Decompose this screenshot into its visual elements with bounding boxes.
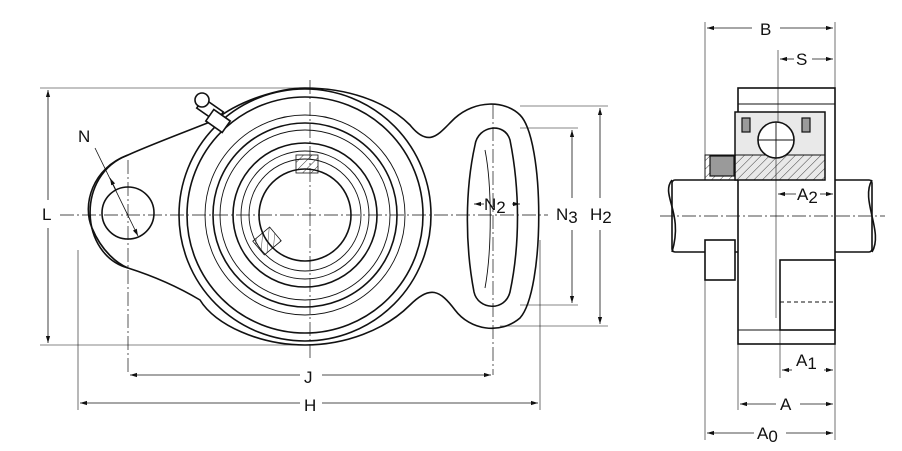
set-screw-collar [709, 155, 735, 177]
front-view: N L J H N2 N3 [40, 80, 612, 415]
set-screw-lower [252, 226, 282, 256]
flange-housing [89, 87, 540, 346]
svg-text:N2: N2 [484, 195, 506, 217]
label-A: A [780, 395, 792, 414]
label-N2: N2 [484, 195, 506, 217]
side-view: B S A2 A1 A A0 [660, 20, 885, 446]
label-H2: H2 [590, 205, 612, 227]
label-S: S [796, 50, 807, 69]
label-A0: A0 [757, 424, 778, 446]
label-J: J [304, 368, 313, 387]
label-A1: A1 [796, 351, 817, 373]
set-screw-top [295, 154, 319, 174]
flange-foot [779, 259, 836, 331]
svg-text:A0: A0 [757, 424, 778, 446]
grease-nipple [194, 92, 232, 134]
label-H: H [304, 396, 316, 415]
label-A2: A2 [797, 185, 818, 207]
label-L: L [42, 205, 51, 224]
label-N3: N3 [556, 205, 578, 227]
adjust-slot [466, 127, 519, 307]
svg-text:H2: H2 [590, 205, 612, 227]
svg-text:A1: A1 [796, 351, 817, 373]
label-B: B [760, 20, 771, 39]
svg-text:N3: N3 [556, 205, 578, 227]
svg-text:A2: A2 [797, 185, 818, 207]
label-N: N [78, 127, 90, 146]
